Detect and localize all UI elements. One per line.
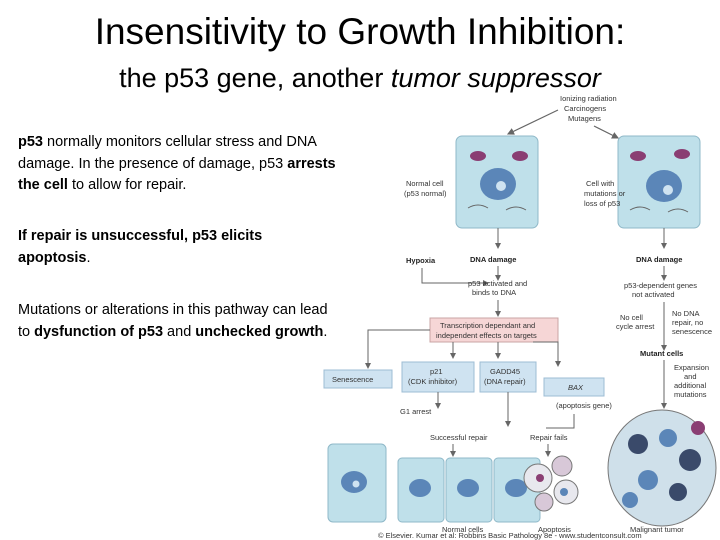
- p2-bold: If repair is unsuccessful, p53 elicits a…: [18, 228, 263, 266]
- no-dna-sub1: repair, no: [672, 318, 703, 327]
- gadd45-label: GADD45: [490, 367, 520, 376]
- apoptosis-gene-label: (apoptosis gene): [556, 401, 612, 410]
- p3-text: Mutations or alterations in this pathway…: [18, 302, 328, 340]
- dysfunction-bold: dysfunction of p53: [34, 323, 164, 340]
- bax-box: [543, 377, 605, 397]
- dna-damage-left-label: DNA damage: [470, 255, 516, 264]
- senescence-label: Senescence: [332, 375, 373, 384]
- normal-cell-label: Normal cell: [406, 179, 444, 188]
- expansion-and: and: [684, 372, 697, 381]
- p21-label: p21: [430, 367, 443, 376]
- senescence-box: [323, 369, 393, 389]
- senescent-cell-icon: [327, 443, 387, 523]
- no-dna-label: No DNA: [672, 309, 700, 318]
- successful-repair-label: Successful repair: [430, 433, 488, 442]
- malignant-tumor-icon: [607, 409, 717, 527]
- malignant-tumor-label: Malignant tumor: [630, 525, 684, 534]
- p53-pathway-diagram: Ionizing radiation Carcinogens Mutagens …: [323, 94, 717, 540]
- apoptosis-icon: [523, 455, 579, 512]
- normal-cells-icon: [397, 457, 541, 523]
- g1-arrest-label: G1 arrest: [400, 407, 432, 416]
- carcinogens-label: Carcinogens: [564, 104, 606, 113]
- normal-cell-sub: (p53 normal): [404, 189, 447, 198]
- no-dna-sub2: senescence: [672, 327, 712, 336]
- bax-label: BAX: [568, 383, 584, 392]
- mutant-cell-sub2: loss of p53: [584, 199, 620, 208]
- subtitle-italic: tumor suppressor: [390, 63, 601, 93]
- p1-text: normally monitors cellular stress and DN…: [18, 134, 317, 172]
- arrests-bold: arrests the cell: [18, 155, 336, 194]
- p53-activated-label: p53 activated and: [468, 279, 527, 288]
- no-cell-cycle-label: No cell: [620, 313, 643, 322]
- p53-not-activated-sub: not activated: [632, 290, 675, 299]
- p53-binds-label: binds to DNA: [472, 288, 516, 297]
- expansion-additional: additional: [674, 381, 706, 390]
- expansion-label: Expansion: [674, 363, 709, 372]
- normal-cells-label: Normal cells: [442, 525, 484, 534]
- p2-end: .: [86, 249, 91, 266]
- unchecked-bold: unchecked growth: [195, 323, 324, 340]
- mutant-cell-label: Cell with: [586, 179, 614, 188]
- p1-end: to allow for repair.: [67, 177, 187, 193]
- p3-and: and: [163, 323, 196, 340]
- normal-cell-icon: [455, 135, 539, 229]
- transcription-box: [429, 317, 559, 343]
- repair-fails-label: Repair fails: [530, 433, 568, 442]
- mutant-cell-sub1: mutations or: [584, 189, 626, 198]
- subtitle-text: the p53 gene, another: [119, 63, 391, 93]
- p53-bold: p53: [18, 134, 43, 150]
- dna-damage-right-label: DNA damage: [636, 255, 682, 264]
- no-cell-cycle-sub: cycle arrest: [616, 322, 655, 331]
- p3-end: .: [323, 323, 328, 340]
- gadd45-box: [479, 361, 537, 393]
- mutagens-label: Mutagens: [568, 114, 601, 123]
- hypoxia-label: Hypoxia: [406, 256, 436, 265]
- paragraph-apoptosis: If repair is unsuccessful, p53 elicits a…: [18, 226, 338, 269]
- mutant-cells-label: Mutant cells: [640, 349, 683, 358]
- apoptosis-label: Apoptosis: [538, 525, 571, 534]
- paragraph-p53-function: p53 normally monitors cellular stress an…: [18, 132, 338, 197]
- slide-subtitle: the p53 gene, another tumor suppressor: [0, 62, 720, 94]
- p21-box: [401, 361, 475, 393]
- paragraph-mutations: Mutations or alterations in this pathway…: [18, 300, 338, 343]
- p21-sub: (CDK inhibitor): [408, 377, 458, 386]
- slide-title: Insensitivity to Growth Inhibition:: [94, 11, 626, 52]
- mutant-cell-icon: [617, 135, 701, 229]
- transcription-label: Transcription dependant and: [440, 321, 535, 330]
- gadd45-sub: (DNA repair): [484, 377, 526, 386]
- ionizing-label: Ionizing radiation: [560, 94, 617, 103]
- p53-not-activated-label: p53-dependent genes: [624, 281, 697, 290]
- transcription-sub: independent effects on targets: [436, 331, 537, 340]
- expansion-mutations: mutations: [674, 390, 707, 399]
- copyright-label: © Elsevier. Kumar et al: Robbins Basic P…: [378, 531, 642, 540]
